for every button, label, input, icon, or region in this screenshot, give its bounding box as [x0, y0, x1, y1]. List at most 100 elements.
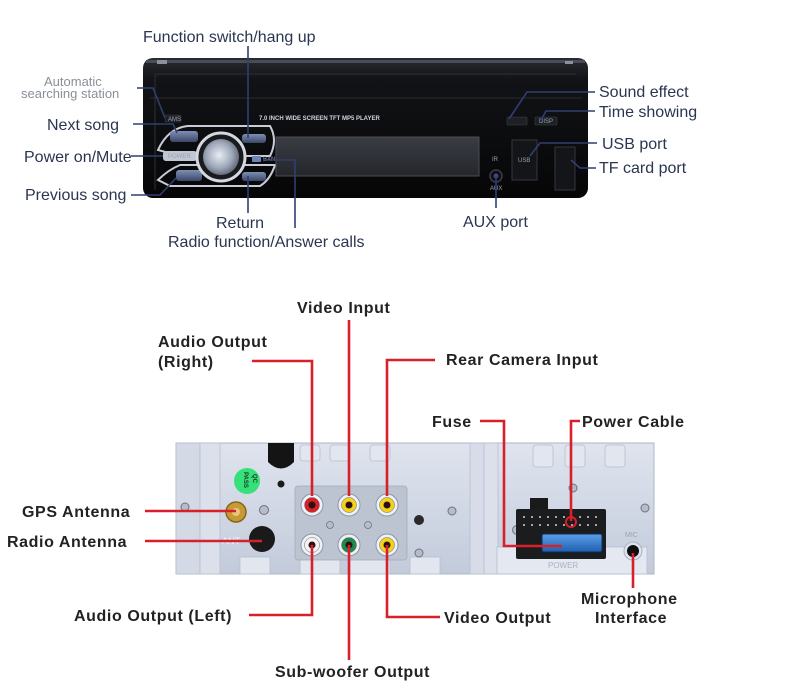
leader-power-cable	[569, 419, 580, 521]
connector-pins	[523, 516, 597, 526]
connector-pin	[531, 524, 533, 526]
connector-pin	[547, 524, 549, 526]
callout-usb-port: USB port	[602, 136, 667, 153]
release-tab-left	[157, 60, 167, 64]
connector-pin	[595, 524, 597, 526]
svg-text:QC: QC	[251, 474, 257, 484]
volume-knob[interactable]	[203, 139, 239, 175]
rear-leader-lines	[145, 320, 635, 660]
leader-audio-right	[252, 359, 314, 496]
callout-microphone-2: Interface	[595, 610, 667, 627]
callout-rear-camera: Rear Camera Input	[446, 352, 599, 369]
leader-time-showing	[540, 110, 595, 121]
screw	[326, 521, 334, 529]
fuse[interactable]	[541, 533, 603, 553]
callout-gps-antenna: GPS Antenna	[22, 504, 130, 521]
leader-audio-left	[249, 545, 314, 617]
connector-key	[530, 498, 548, 512]
release-tab-right	[565, 61, 573, 64]
connector-pin	[523, 524, 525, 526]
screw	[640, 503, 650, 513]
radio-antenna-socket[interactable]	[249, 526, 275, 552]
connector-pin	[539, 524, 541, 526]
svg-text:PASS: PASS	[242, 472, 248, 488]
leader-next-song	[133, 123, 178, 134]
connector-pin	[555, 524, 557, 526]
callout-video-input: Video Input	[297, 300, 390, 317]
power-mute-button[interactable]	[163, 151, 197, 161]
leader-radio-function	[263, 159, 296, 228]
connector-pin	[571, 524, 573, 526]
leader-sound-effect	[508, 91, 595, 120]
tf-card-slot-cover[interactable]	[554, 146, 576, 191]
callout-radio-function: Radio function/Answer calls	[168, 234, 365, 251]
connector-pin	[563, 516, 565, 518]
svg-text:MIC: MIC	[625, 532, 638, 539]
callout-power-cable: Power Cable	[582, 414, 685, 431]
callout-audio-left: Audio Output (Left)	[74, 608, 232, 625]
connector-pin	[523, 516, 525, 518]
screw	[414, 548, 424, 558]
front-leader-lines	[131, 46, 597, 228]
connector-pin	[595, 516, 597, 518]
cluster-bezel-lower	[156, 164, 277, 187]
screw	[259, 505, 269, 515]
rca-hole-video-in	[345, 501, 353, 509]
usb-port-cover[interactable]	[511, 139, 538, 181]
usb-label: USB	[518, 158, 530, 164]
callout-video-output: Video Output	[444, 610, 551, 627]
callout-microphone-1: Microphone	[581, 591, 678, 608]
power-cable-marker	[565, 516, 577, 528]
sound-effect-button[interactable]	[506, 116, 528, 126]
top-bevel	[146, 60, 585, 63]
callout-audio-right-1: Audio Output	[158, 334, 267, 351]
cluster-bezel-upper	[156, 125, 275, 157]
rca-hole-camera-in	[383, 501, 391, 509]
connector-pin	[555, 516, 557, 518]
callout-tf-card-port: TF card port	[599, 160, 687, 177]
leader-video-output	[385, 545, 440, 619]
screw	[447, 506, 457, 516]
leader-previous-song	[131, 177, 177, 196]
callout-fuse: Fuse	[432, 414, 472, 431]
svg-text:POWER: POWER	[548, 561, 578, 570]
leader-tf-card	[570, 159, 596, 169]
connector-pin	[539, 516, 541, 518]
band-button[interactable]	[252, 156, 261, 162]
function-switch-button[interactable]	[242, 134, 266, 143]
callout-auto-search-2: searching station	[21, 86, 119, 101]
return-button[interactable]	[242, 172, 266, 181]
connector-pin	[587, 524, 589, 526]
connector-pin	[579, 516, 581, 518]
callout-next-song: Next song	[47, 117, 119, 134]
callout-time-showing: Time showing	[599, 104, 697, 121]
rear-chassis: QC PASS ANT POWER MIC	[175, 442, 655, 575]
top-cutout	[268, 443, 294, 469]
next-song-button[interactable]	[170, 131, 198, 142]
callout-aux-port: AUX port	[463, 214, 528, 231]
front-head-unit: 7.0 INCH WIDE SCREEN TFT MP5 PLAYER AMS …	[143, 58, 588, 198]
previous-song-button[interactable]	[176, 170, 202, 181]
display-screen	[275, 136, 480, 177]
connector-pin	[547, 516, 549, 518]
leader-usb-port	[529, 142, 597, 157]
control-cluster: POWER BAND	[156, 125, 280, 187]
ams-button[interactable]	[164, 114, 182, 123]
disp-label: DISP	[539, 119, 553, 125]
connector-pin	[531, 516, 533, 518]
connector-pin	[563, 524, 565, 526]
leader-auto-search	[137, 87, 166, 119]
callout-subwoofer: Sub-woofer Output	[275, 664, 430, 681]
leader-fuse	[480, 419, 562, 548]
callout-auto-search-1: Automatic	[44, 74, 102, 89]
screw	[364, 521, 372, 529]
rca-hole-audio-right	[308, 501, 316, 509]
callout-previous-song: Previous song	[25, 187, 126, 204]
microphone-jack[interactable]	[627, 545, 639, 557]
callout-return: Return	[216, 215, 264, 232]
qc-pass-sticker	[234, 468, 260, 494]
callout-radio-antenna: Radio Antenna	[7, 534, 127, 551]
time-showing-button[interactable]	[534, 116, 558, 126]
connector-pin	[587, 516, 589, 518]
